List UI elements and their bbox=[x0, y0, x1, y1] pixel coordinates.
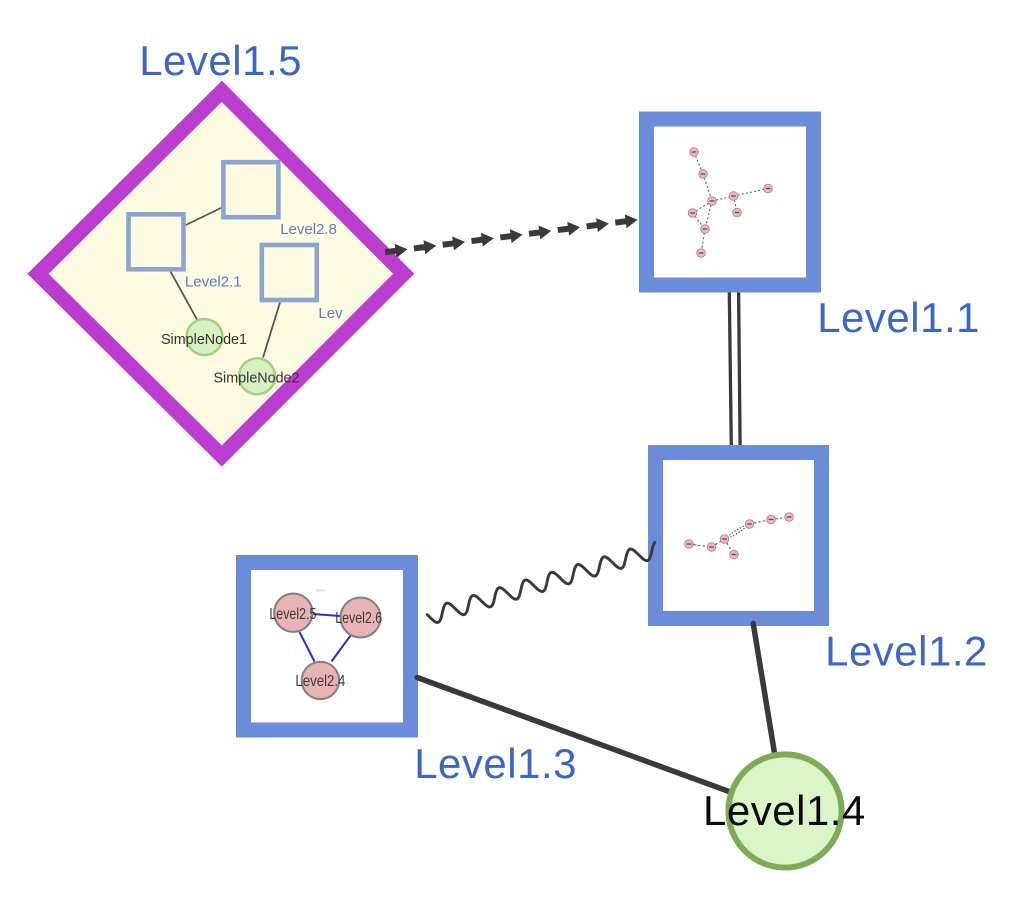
svg-text:Level2.1: Level2.1 bbox=[185, 274, 242, 291]
svg-text:Level2.6: Level2.6 bbox=[335, 610, 382, 627]
svg-text:SimpleNode1: SimpleNode1 bbox=[161, 331, 247, 348]
svg-text:SimpleNode2: SimpleNode2 bbox=[214, 369, 300, 386]
svg-text:Lev: Lev bbox=[318, 305, 343, 322]
svg-text:Level1.2: Level1.2 bbox=[825, 627, 988, 674]
svg-text:Level1.1: Level1.1 bbox=[817, 294, 980, 341]
svg-text:Level1.4: Level1.4 bbox=[703, 787, 866, 834]
svg-text:Level2.4: Level2.4 bbox=[295, 673, 345, 690]
svg-text:Level2.5: Level2.5 bbox=[269, 606, 316, 623]
svg-text:Level2.8: Level2.8 bbox=[280, 221, 337, 238]
svg-text:Level1.5: Level1.5 bbox=[139, 37, 302, 84]
svg-text:Level1.3: Level1.3 bbox=[414, 740, 577, 787]
